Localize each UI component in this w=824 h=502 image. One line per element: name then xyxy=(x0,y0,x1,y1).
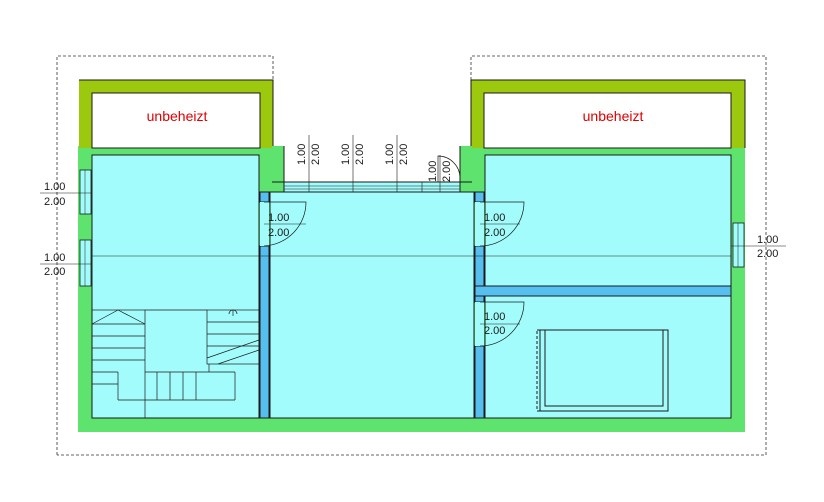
left-windows: 1.00 2.00 1.00 2.00 xyxy=(40,169,92,287)
stair-icon xyxy=(91,309,260,419)
top-window-1-width: 1.00 xyxy=(296,144,308,165)
partition-walls xyxy=(259,191,732,419)
right-window-height: 2.00 xyxy=(757,248,778,260)
outer-boundary-dashed xyxy=(56,55,767,456)
top-window-1-height: 2.00 xyxy=(310,144,322,165)
bathtub-icon xyxy=(536,329,669,412)
door-2-height: 2.00 xyxy=(484,227,505,239)
left-window-1-height: 2.00 xyxy=(44,196,65,208)
door-1-width: 1.00 xyxy=(268,212,289,224)
door-1-height: 2.00 xyxy=(268,227,289,239)
door-swing-icon xyxy=(437,155,461,182)
top-window-4-height: 2.00 xyxy=(441,161,453,182)
top-window-2-width: 1.00 xyxy=(340,144,352,165)
door-swing-icon xyxy=(479,201,525,247)
unheated-zone-left: unbeheizt xyxy=(79,79,274,149)
top-window-labels: 1.00 2.00 1.00 2.00 1.00 2.00 1.00 2.00 xyxy=(296,135,461,182)
right-window-width: 1.00 xyxy=(757,234,778,246)
top-window-3-width: 1.00 xyxy=(384,144,396,165)
room-central xyxy=(269,191,475,419)
room-upper-right xyxy=(484,154,732,287)
left-window-2-height: 2.00 xyxy=(44,266,65,278)
room-lower-right xyxy=(484,295,732,419)
room-stair-hall xyxy=(91,154,260,419)
top-window-4-width: 1.00 xyxy=(427,161,439,182)
door-3-width: 1.00 xyxy=(484,311,505,323)
door-3-height: 2.00 xyxy=(484,325,505,337)
door-2: 1.00 2.00 xyxy=(479,201,525,247)
right-window: 1.00 2.00 xyxy=(731,222,786,268)
left-window-2-width: 1.00 xyxy=(44,252,65,264)
door-1: 1.00 2.00 xyxy=(263,201,307,247)
unheated-label-right: unbeheizt xyxy=(583,108,644,124)
unheated-label-left: unbeheizt xyxy=(147,108,208,124)
door-2-width: 1.00 xyxy=(484,212,505,224)
left-window-1-width: 1.00 xyxy=(44,181,65,193)
unheated-zone-right: unbeheizt xyxy=(470,79,746,149)
rooms xyxy=(91,154,732,419)
window-icon xyxy=(283,181,461,193)
door-swing-icon xyxy=(479,301,525,347)
door-3: 1.00 2.00 xyxy=(479,301,525,347)
top-window-2-height: 2.00 xyxy=(354,144,366,165)
central-notch xyxy=(284,146,460,182)
door-swing-icon xyxy=(263,201,307,247)
top-window-3-height: 2.00 xyxy=(398,144,410,165)
